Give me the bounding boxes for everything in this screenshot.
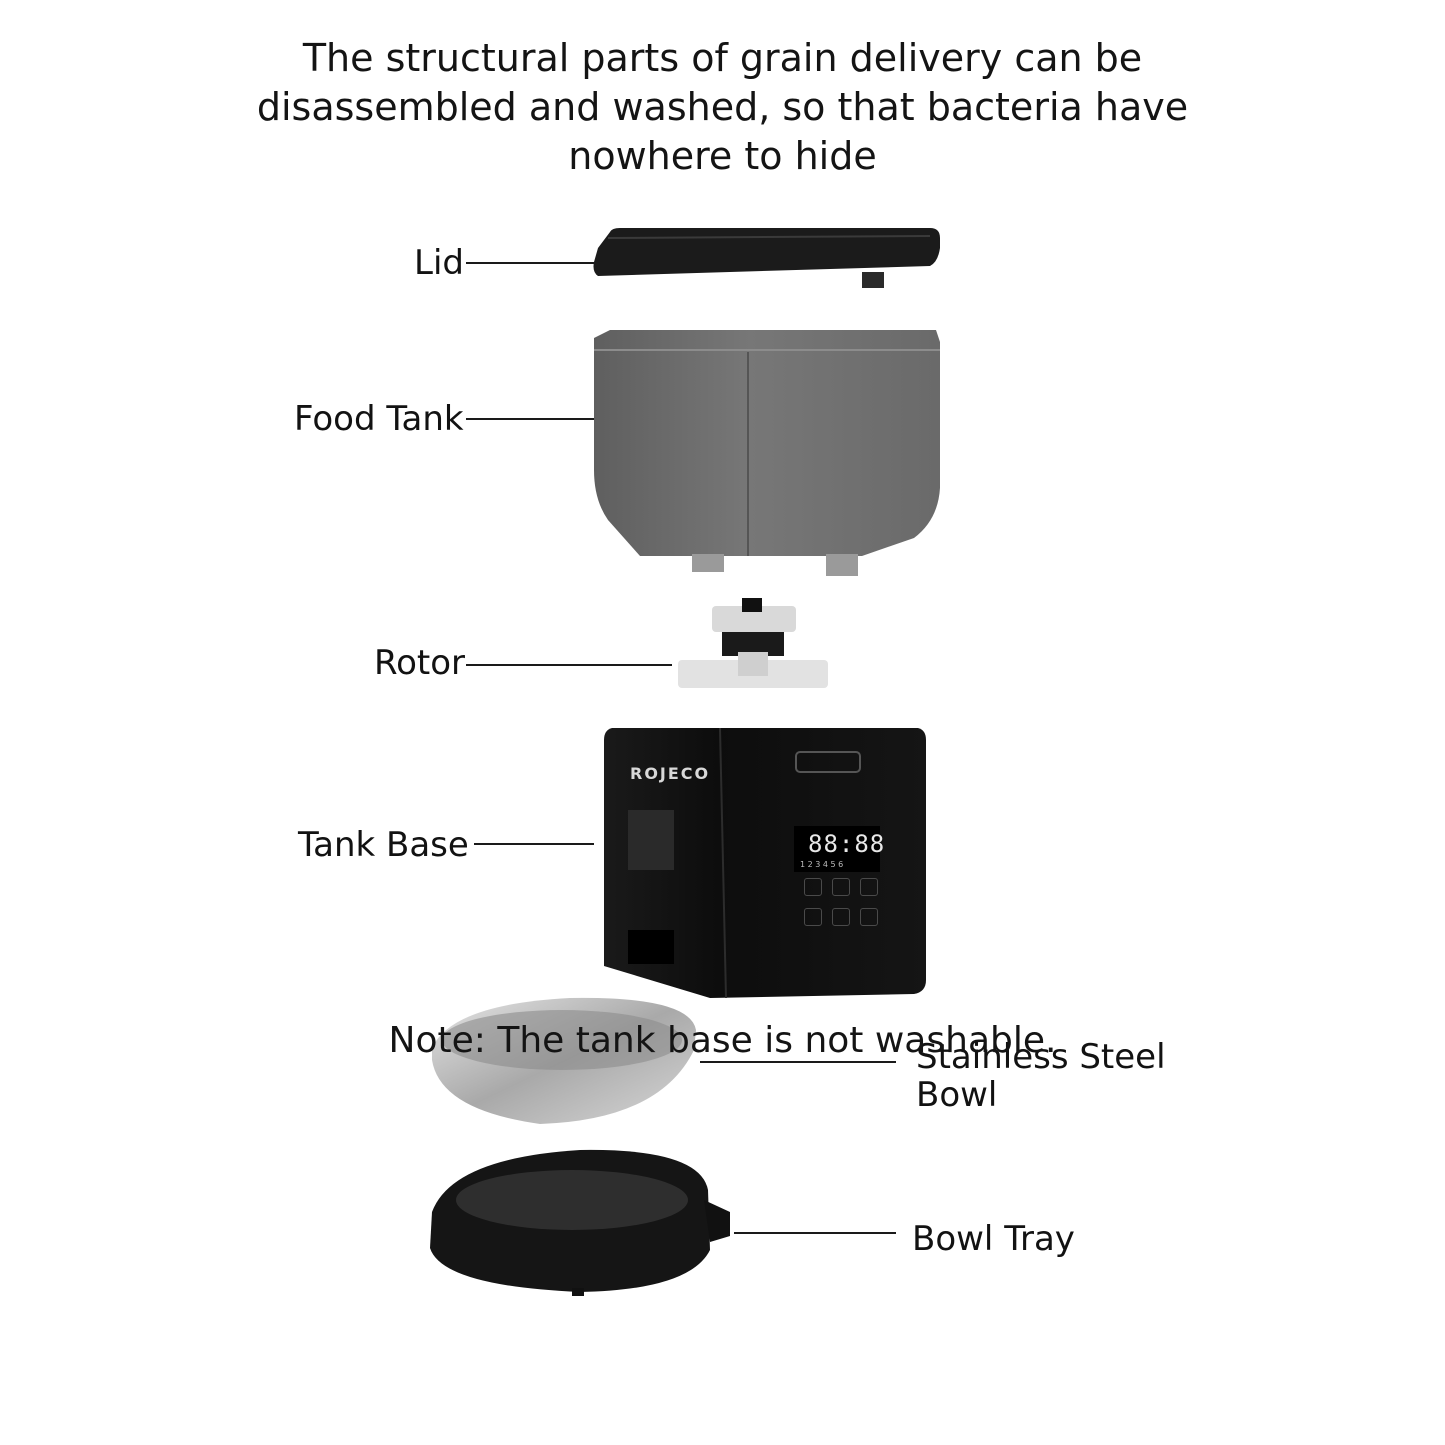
meal-slot-numbers: 1 2 3 4 5 6 [800, 860, 844, 869]
label-rotor: Rotor [374, 643, 466, 683]
steel-bowl-illustration [432, 997, 696, 1124]
leader-lid [466, 262, 594, 264]
label-food-tank: Food Tank [294, 399, 464, 439]
food-tank-illustration [594, 330, 940, 576]
leader-food-tank [466, 418, 594, 420]
control-button[interactable] [804, 908, 822, 926]
leader-steel-bowl [700, 1061, 896, 1063]
lid-illustration [593, 228, 940, 288]
headline: The structural parts of grain delivery c… [256, 36, 1189, 178]
control-button[interactable] [832, 908, 850, 926]
leader-bowl-tray [734, 1232, 896, 1234]
label-lid: Lid [414, 243, 464, 283]
control-button[interactable] [832, 878, 850, 896]
label-tank-base: Tank Base [298, 825, 469, 865]
control-buttons [804, 878, 878, 928]
tank-base-illustration [604, 727, 926, 999]
label-steel-bowl: Stainless Steel Bowl [916, 1037, 1166, 1115]
brand-logo: ROJECO [630, 764, 711, 783]
leader-rotor [466, 664, 672, 666]
control-button[interactable] [860, 908, 878, 926]
label-bowl-tray: Bowl Tray [912, 1219, 1075, 1259]
rotor-illustration [678, 598, 828, 688]
control-button[interactable] [860, 878, 878, 896]
led-display: 88:88 [808, 830, 886, 858]
control-button[interactable] [804, 878, 822, 896]
leader-tank-base [474, 843, 594, 845]
bowl-tray-illustration [430, 1149, 730, 1296]
footnote: Note: The tank base is not washable. [388, 1020, 1057, 1061]
